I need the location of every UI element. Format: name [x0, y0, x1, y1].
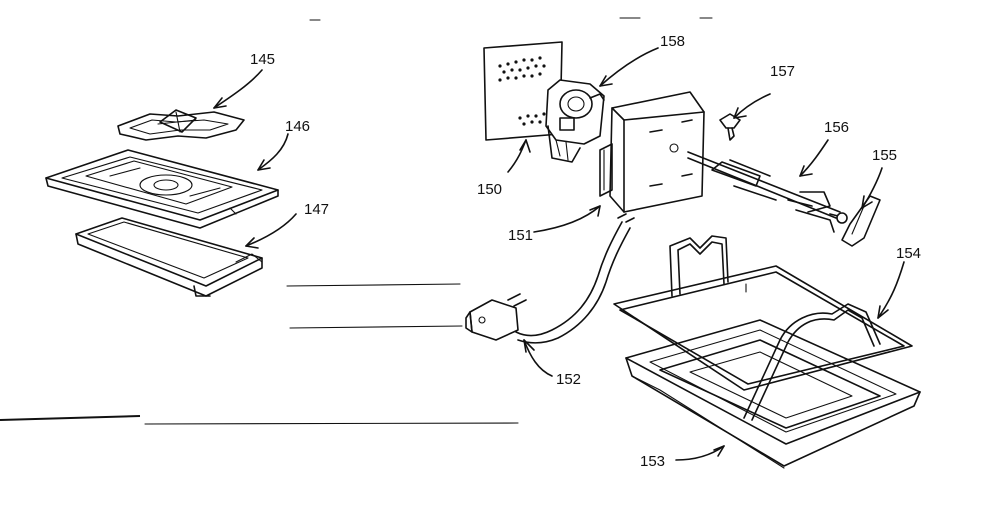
callout-147: 147 — [304, 201, 329, 218]
handle-part — [829, 195, 881, 247]
callout-151: 151 — [508, 227, 533, 244]
callout-145: 145 — [250, 51, 275, 68]
callout-150: 150 — [477, 181, 502, 198]
callout-157: 157 — [770, 63, 795, 80]
leader-lines — [213, 47, 905, 461]
callout-154: 154 — [896, 245, 921, 262]
callout-156: 156 — [824, 119, 849, 136]
blank-lines — [0, 283, 519, 425]
rotisserie-rack-part — [613, 235, 913, 421]
scan-marks — [309, 17, 713, 21]
motor-housing-part — [599, 91, 705, 213]
callout-155: 155 — [872, 147, 897, 164]
spit-rod-part — [687, 151, 841, 233]
callout-158: 158 — [660, 33, 685, 50]
back-plate-part — [483, 41, 563, 141]
power-cord-part — [465, 213, 635, 344]
callout-152: 152 — [556, 371, 581, 388]
tray-part — [75, 217, 263, 297]
callout-153: 153 — [640, 453, 665, 470]
broiler-pan-part — [45, 149, 279, 229]
drip-pan-part — [625, 319, 921, 469]
motor-part — [545, 79, 605, 163]
callout-146: 146 — [285, 118, 310, 135]
burner-grate-part — [117, 109, 245, 141]
callout-labels: 145 146 147 150 151 152 153 154 155 156 … — [250, 33, 921, 470]
